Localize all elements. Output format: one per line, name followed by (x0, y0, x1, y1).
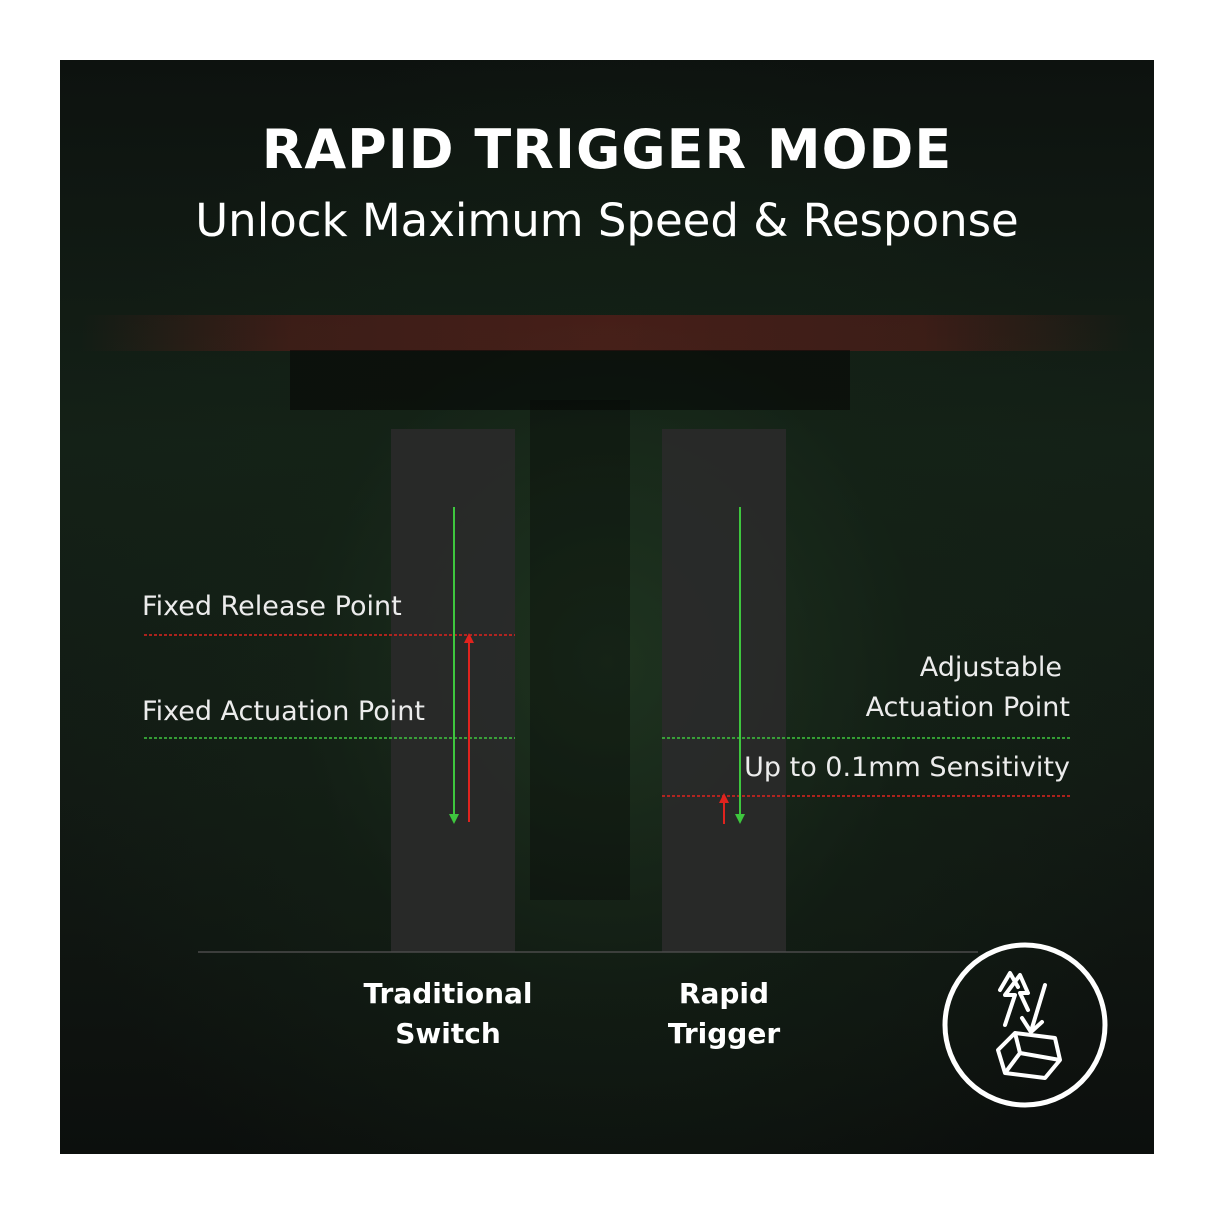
diagram-lines (144, 507, 1108, 1108)
rapid-trigger-column (662, 429, 786, 952)
rapid-trigger-caption: Rapid Trigger (624, 974, 824, 1054)
sensitivity-label: Up to 0.1mm Sensitivity (744, 752, 1070, 783)
page-title: RAPID TRIGGER MODE (261, 118, 953, 181)
fixed-release-label: Fixed Release Point (142, 591, 402, 622)
traditional-caption-line2: Switch (395, 1017, 501, 1050)
rapid-press-arrowhead (735, 814, 745, 824)
fixed-actuation-label: Fixed Actuation Point (142, 696, 425, 727)
page-subtitle: Unlock Maximum Speed & Response (195, 194, 1019, 247)
traditional-caption-line1: Traditional (363, 977, 533, 1010)
background-stem-shape (530, 400, 630, 900)
rapid-trigger-panel: RAPID TRIGGER MODE Unlock Maximum Speed … (60, 60, 1154, 1154)
adjustable-actuation-label-line2: Actuation Point (865, 692, 1070, 723)
traditional-release-arrowhead (464, 633, 474, 643)
rapid-caption-line2: Trigger (667, 1017, 781, 1050)
background-red-strip (80, 315, 1134, 351)
adjustable-actuation-label-line1: Adjustable (919, 652, 1062, 683)
rapid-release-arrowhead (719, 793, 729, 803)
keycap-arrows-icon (942, 942, 1108, 1108)
rapid-caption-line1: Rapid (678, 977, 770, 1010)
traditional-press-arrowhead (449, 814, 459, 824)
background-keycap-shape (290, 350, 850, 410)
traditional-switch-caption: Traditional Switch (348, 974, 548, 1054)
